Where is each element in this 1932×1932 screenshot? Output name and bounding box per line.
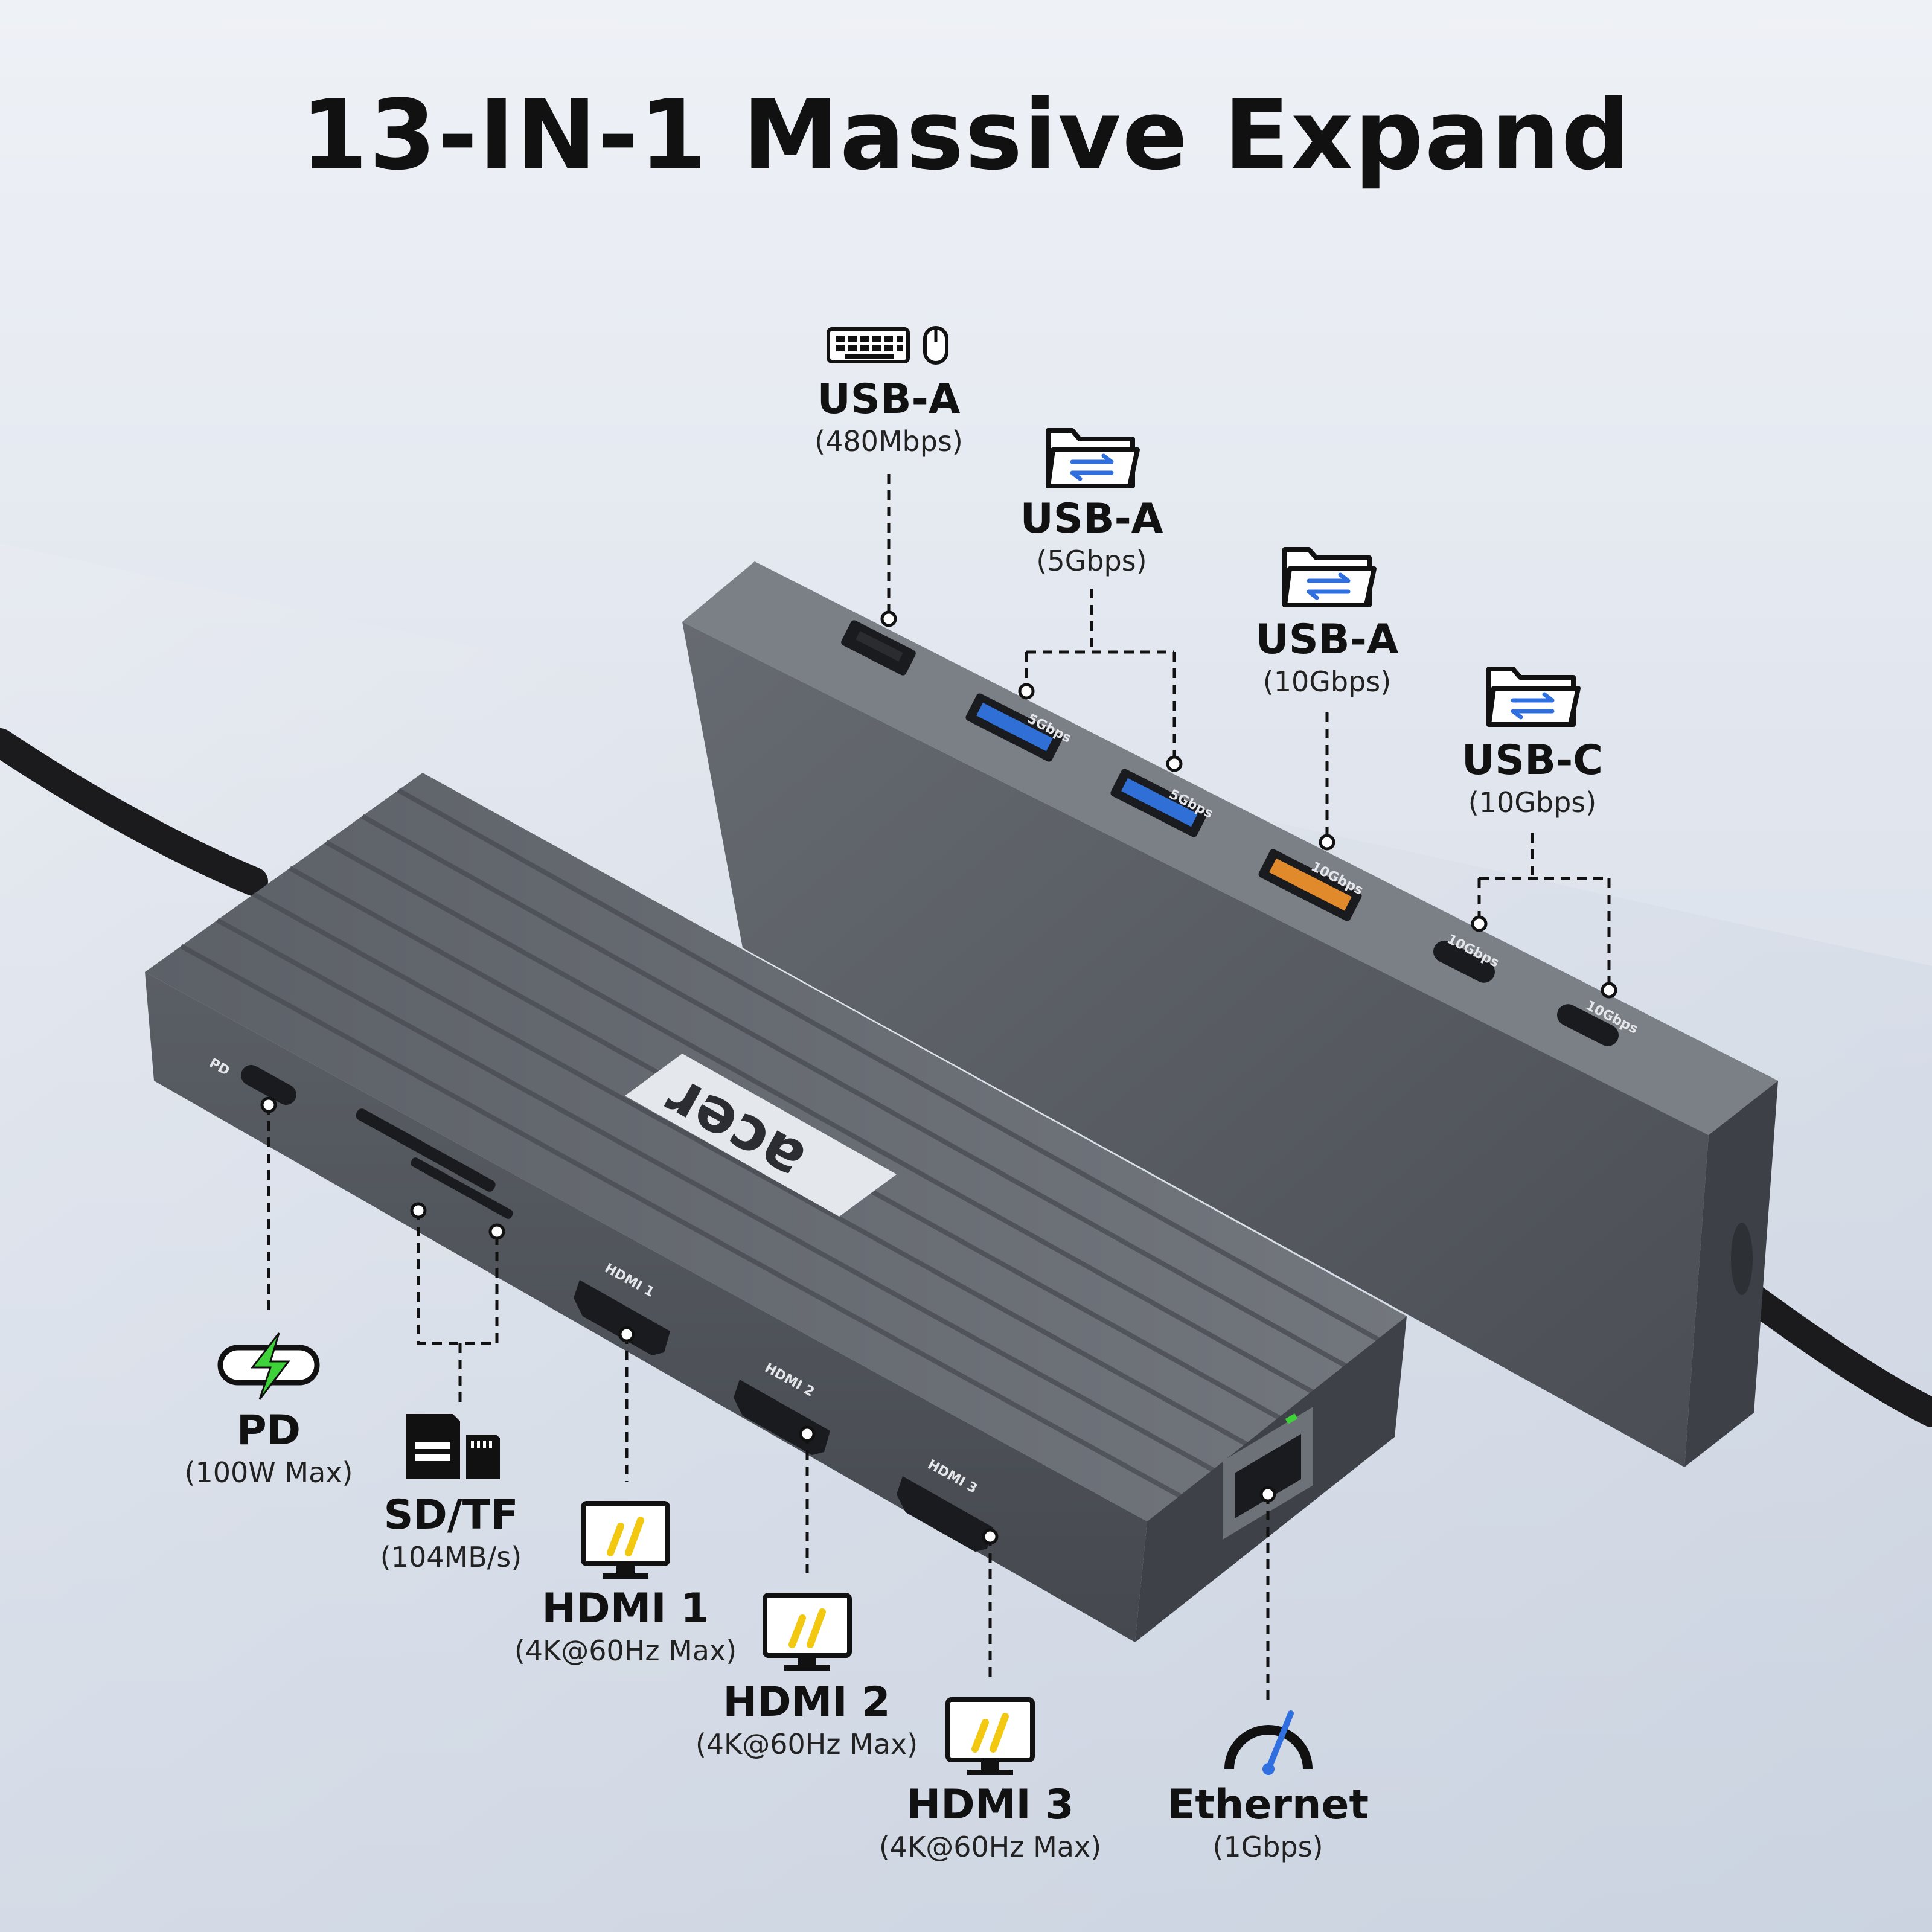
mouse-icon bbox=[923, 326, 948, 365]
page-title: 13-IN-1 Massive Expand bbox=[300, 78, 1632, 191]
usb-a-480-label: USB-A (480Mbps) bbox=[768, 376, 1009, 459]
callout-lines bbox=[267, 474, 1611, 1700]
usb-a-480-spec: (480Mbps) bbox=[814, 425, 963, 458]
speedometer-icon bbox=[1224, 1710, 1313, 1775]
folder-transfer-icon bbox=[1046, 428, 1140, 488]
hdmi-1-port[interactable] bbox=[574, 1280, 670, 1355]
pd-name: PD bbox=[236, 1407, 301, 1454]
hdmi-3-name: HDMI 3 bbox=[906, 1781, 1074, 1829]
monitor-icon bbox=[763, 1593, 852, 1671]
hdmi-1-name: HDMI 1 bbox=[542, 1585, 709, 1633]
brand-badge: acer bbox=[625, 1054, 897, 1217]
pd-port[interactable] bbox=[237, 1061, 300, 1108]
ethernet-name: Ethernet bbox=[1166, 1781, 1369, 1829]
hdmi-2-label: HDMI 2 (4K@60Hz Max) bbox=[668, 1678, 945, 1762]
usb-a-5g-spec: (5Gbps) bbox=[1036, 545, 1147, 577]
hdmi-3-port[interactable] bbox=[897, 1476, 993, 1552]
charging-icon bbox=[217, 1332, 320, 1400]
front-hub: acer PD HDMI 1 HDMI 2 HDMI 3 bbox=[145, 773, 1407, 1642]
usb-a-480-name: USB-A bbox=[817, 376, 961, 423]
monitor-icon bbox=[581, 1501, 670, 1579]
hdmi-1-spec: (4K@60Hz Max) bbox=[514, 1634, 737, 1667]
left-cable bbox=[0, 728, 268, 896]
hdmi-3-spec: (4K@60Hz Max) bbox=[878, 1831, 1102, 1863]
tf-slot[interactable] bbox=[409, 1156, 514, 1220]
monitor-icon bbox=[945, 1697, 1035, 1775]
usb-a-5g-label: USB-A (5Gbps) bbox=[971, 495, 1212, 578]
usb-a-10g-spec: (10Gbps) bbox=[1262, 665, 1392, 698]
usb-c-10g-spec: (10Gbps) bbox=[1468, 786, 1597, 819]
sd-slot[interactable] bbox=[354, 1107, 497, 1194]
pd-label: PD (100W Max) bbox=[148, 1407, 389, 1490]
usb-c-10g-name: USB-C bbox=[1461, 737, 1604, 784]
usb-a-10g-name: USB-A bbox=[1255, 616, 1399, 664]
keyboard-icon bbox=[827, 327, 910, 363]
folder-transfer-icon bbox=[1486, 667, 1581, 727]
usb-c-port-2[interactable] bbox=[1553, 1000, 1622, 1050]
usb-c-port-1[interactable] bbox=[1430, 937, 1499, 987]
usb-a-10g-label: USB-A (10Gbps) bbox=[1206, 616, 1448, 699]
ethernet-spec: (1Gbps) bbox=[1212, 1831, 1323, 1863]
back-hub-face bbox=[682, 622, 1709, 1467]
hdmi-2-spec: (4K@60Hz Max) bbox=[695, 1728, 918, 1761]
usb-c-10g-label: USB-C (10Gbps) bbox=[1412, 737, 1653, 820]
back-hub: 5Gbps 5Gbps 10Gbps 10Gbps 10Gbps bbox=[682, 561, 1778, 1467]
right-cable bbox=[1730, 1278, 1932, 1427]
pd-spec: (100W Max) bbox=[184, 1456, 353, 1489]
hdmi-2-name: HDMI 2 bbox=[723, 1678, 891, 1726]
back-hub-top-edge bbox=[682, 561, 1778, 1135]
sd-card-icon bbox=[406, 1414, 500, 1479]
usb-a-5g-name: USB-A bbox=[1020, 495, 1163, 543]
callout-dots bbox=[260, 610, 1617, 1545]
back-hub-end bbox=[1684, 1081, 1778, 1467]
folder-transfer-icon bbox=[1282, 547, 1377, 607]
hdmi-3-label: HDMI 3 (4K@60Hz Max) bbox=[851, 1781, 1129, 1864]
hdmi-1-label: HDMI 1 (4K@60Hz Max) bbox=[487, 1585, 764, 1668]
sd-tf-spec: (104MB/s) bbox=[380, 1541, 522, 1573]
top-ribs bbox=[180, 788, 1381, 1499]
ethernet-label: Ethernet (1Gbps) bbox=[1129, 1781, 1407, 1864]
sd-tf-label: SD/TF (104MB/s) bbox=[330, 1491, 572, 1575]
sd-tf-name: SD/TF bbox=[383, 1491, 519, 1539]
